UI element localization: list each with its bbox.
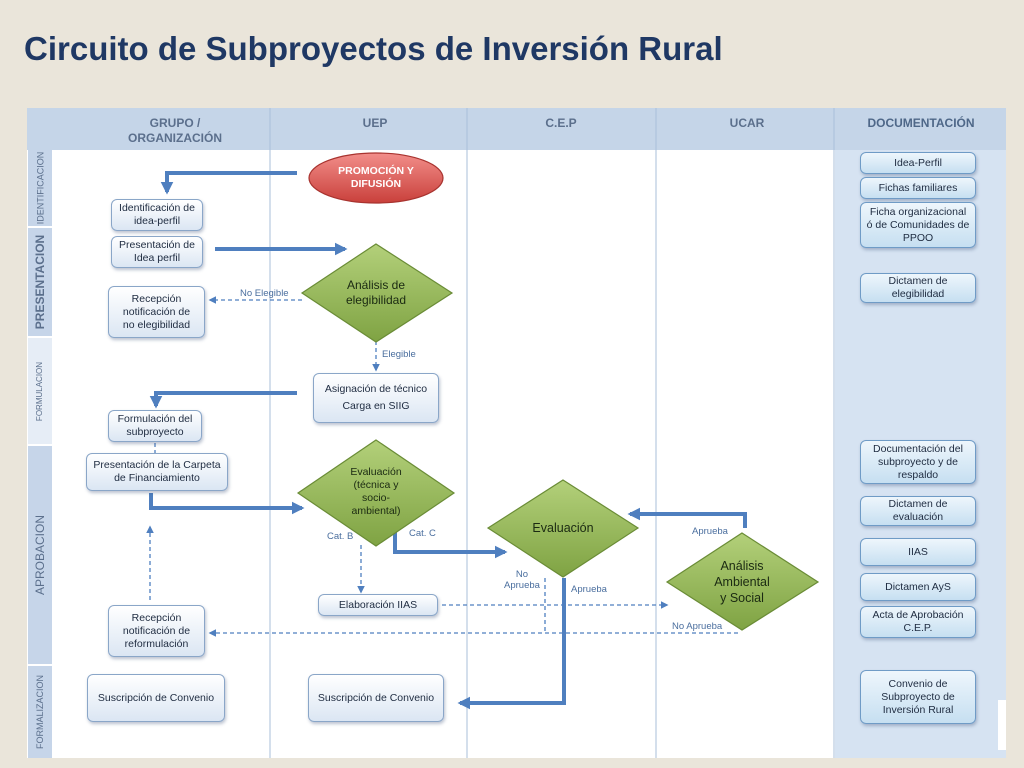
promocion-oval <box>308 152 444 204</box>
node-suscripcion-uep: Suscripción de Convenio <box>308 674 444 722</box>
arrow-aprueba-to-suscripcion <box>457 578 566 710</box>
edge-label-cat-c: Cat. C <box>409 528 436 539</box>
phase-text-formulacion: FORMULACION <box>35 361 45 421</box>
analisis-ambiental-diamond <box>665 532 820 631</box>
phase-label-presentacion: PRESENTACION <box>28 228 52 336</box>
doc-dictamen-elegibilidad: Dictamen de elegibilidad <box>860 273 976 303</box>
node-elaboracion-iias: Elaboración IIAS <box>318 594 438 616</box>
doc-dictamen-ays: Dictamen AyS <box>860 573 976 601</box>
edge-label-elegible: Elegible <box>382 349 416 360</box>
arrow-catc-to-evaluacion-cep <box>393 532 508 559</box>
phase-label-formalizacion: FORMALIZACION <box>28 666 52 758</box>
node-recepcion-no-elegibilidad: Recepción notificación de no elegibilida… <box>108 286 205 338</box>
phase-text-presentacion: PRESENTACION <box>33 234 48 330</box>
node-identificacion-idea: Identificación de idea-perfil <box>111 199 203 231</box>
documentation-edge <box>998 700 1006 750</box>
edge-label-aprueba-ucar: Aprueba <box>692 526 728 537</box>
phase-text-aprobacion: APROBACION <box>33 514 48 596</box>
phase-label-formulacion: FORMULACION <box>28 338 52 444</box>
node-asignacion-tecnico: Asignación de técnico Carga en SIIG <box>313 373 439 423</box>
node-suscripcion-grupo: Suscripción de Convenio <box>87 674 225 722</box>
evaluacion-cep-diamond <box>486 479 640 578</box>
arrow-carpeta-to-evaluacion <box>149 493 305 515</box>
phase-bar-presentacion <box>28 228 52 336</box>
phase-bar-aprobacion <box>28 446 52 664</box>
phase-bar-formalizacion <box>28 666 52 758</box>
evaluacion-tecnica-diamond <box>296 439 456 547</box>
phase-label-identificacion: IDENTIFICACION <box>28 150 52 226</box>
doc-documentacion-subproyecto: Documentación del subproyecto y de respa… <box>860 440 976 484</box>
doc-convenio-subproyecto: Convenio de Subproyecto de Inversión Rur… <box>860 670 976 724</box>
phase-bar-identificacion <box>28 150 52 226</box>
arrow-promocion-to-identificacion <box>160 171 297 195</box>
doc-dictamen-evaluacion: Dictamen de evaluación <box>860 496 976 526</box>
label-evaluacion-cep: Evaluación <box>532 521 594 535</box>
node-recepcion-reformulacion: Recepción notificación de reformulación <box>108 605 205 657</box>
node-presentacion-idea: Presentación de Idea perfil <box>111 236 203 268</box>
doc-idea-perfil: Idea-Perfil <box>860 152 976 174</box>
doc-fichas-familiares: Fichas familiares <box>860 177 976 199</box>
phase-bar-formulacion <box>28 338 52 444</box>
lane-header-uep: UEP <box>362 116 388 130</box>
edge-label-aprueba-cep: Aprueba <box>571 584 607 595</box>
edge-label-no-elegible: No Elegible <box>240 288 289 299</box>
arrow-asignacion-to-formulacion <box>149 391 297 409</box>
arrow-ucar-to-evaluacion-cep <box>627 507 747 528</box>
slide-title: Circuito de Subproyectos de Inversión Ru… <box>24 30 723 67</box>
documentation-header <box>835 108 1006 150</box>
edge-label-cat-b: Cat. B <box>327 531 354 542</box>
node-presentacion-carpeta: Presentación de la Carpeta de Financiami… <box>86 453 228 491</box>
edge-label-no-aprueba-ucar: No Aprueba <box>672 621 723 632</box>
doc-iias: IIAS <box>860 538 976 566</box>
lane-header-strip <box>27 108 835 150</box>
phase-text-formalizacion: FORMALIZACION <box>35 674 46 750</box>
label-evaluacion-tecnica: Evaluación (técnica y socio- ambiental) <box>350 466 402 517</box>
label-promocion: PROMOCIÓN Y DIFUSIÓN <box>338 165 414 190</box>
doc-acta-aprobacion: Acta de Aprobación C.E.P. <box>860 606 976 638</box>
edge-label-no-aprueba-cep: No Aprueba <box>504 569 540 591</box>
lane-header-grupo: GRUPO / ORGANIZACIÓN <box>128 116 222 145</box>
lane-header-documentacion: DOCUMENTACIÓN <box>867 116 975 130</box>
lane-header-ucar: UCAR <box>729 116 765 130</box>
phase-label-aprobacion: APROBACION <box>28 446 52 664</box>
doc-ficha-organizacional: Ficha organizacional ó de Comunidades de… <box>860 202 976 248</box>
label-analisis-elegibilidad: Análisis de elegibilidad <box>345 278 407 307</box>
phase-text-identificacion: IDENTIFICACION <box>35 151 46 225</box>
label-analisis-ambiental: Análisis Ambiental y Social <box>714 559 770 605</box>
node-formulacion-subproyecto: Formulación del subproyecto <box>108 410 202 442</box>
analisis-elegibilidad-diamond <box>300 243 454 343</box>
lane-header-cep: C.E.P <box>545 116 577 130</box>
